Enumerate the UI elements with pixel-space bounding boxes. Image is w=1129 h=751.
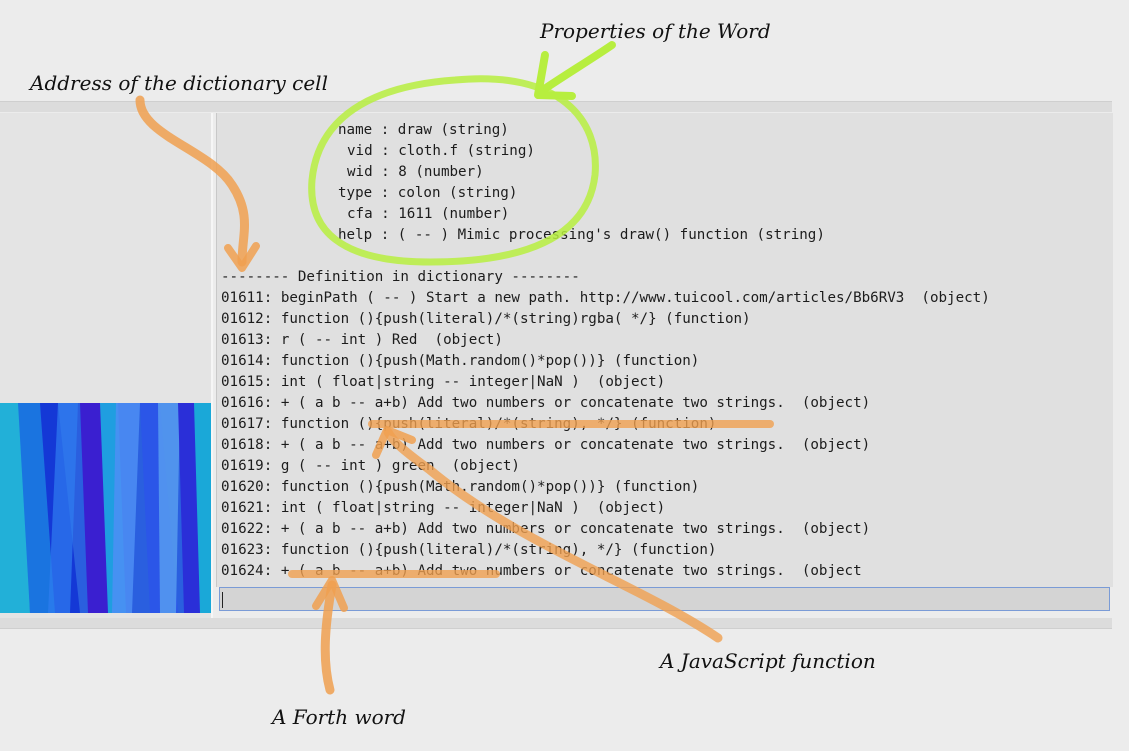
dictionary-address: 01612 (221, 311, 264, 327)
window-frame-bottom (0, 618, 1112, 629)
dictionary-content: + ( a b -- a+b) Add two numbers or conca… (280, 521, 871, 537)
properties-arrow-head (534, 51, 576, 100)
properties-arrow-shaft (536, 41, 616, 96)
dictionary-address: 01611 (221, 290, 264, 306)
dictionary-address: 01614 (221, 353, 264, 369)
dictionary-address: 01624 (221, 563, 264, 579)
dictionary-content: + ( a b -- a+b) Add two numbers or conca… (280, 563, 862, 579)
definition-header: -------- Definition in dictionary ------… (221, 269, 580, 285)
address-label: Address of the dictionary cell (28, 71, 328, 95)
text-caret (222, 592, 223, 608)
console-output[interactable]: name : draw (string) vid : cloth.f (stri… (216, 113, 1113, 587)
dictionary-content: + ( a b -- a+b) Add two numbers or conca… (280, 395, 871, 411)
command-input[interactable] (219, 587, 1110, 611)
dictionary-address: 01623 (221, 542, 264, 558)
dictionary-row: 01624: + ( a b -- a+b) Add two numbers o… (221, 563, 862, 579)
dictionary-row: 01621: int ( float|string -- integer|NaN… (221, 500, 666, 516)
dictionary-content: function (){push(Math.random()*pop())} (… (280, 353, 700, 369)
dictionary-content: + ( a b -- a+b) Add two numbers or conca… (280, 437, 871, 453)
dictionary-address: 01621 (221, 500, 264, 516)
dictionary-row: 01611: beginPath ( -- ) Start a new path… (221, 290, 990, 306)
property-row: cfa : 1611 (number) (347, 206, 510, 222)
dictionary-row: 01613: r ( -- int ) Red (object) (221, 332, 503, 348)
dictionary-address: 01620 (221, 479, 264, 495)
dictionary-address: 01619 (221, 458, 264, 474)
dictionary-row: 01622: + ( a b -- a+b) Add two numbers o… (221, 521, 871, 537)
dictionary-address: 01615 (221, 374, 264, 390)
drawing-canvas (0, 403, 211, 613)
canvas-art (0, 403, 211, 613)
dictionary-address: 01618 (221, 437, 264, 453)
dictionary-row: 01614: function (){push(Math.random()*po… (221, 353, 700, 369)
dictionary-row: 01618: + ( a b -- a+b) Add two numbers o… (221, 437, 871, 453)
dictionary-row: 01612: function (){push(literal)/*(strin… (221, 311, 751, 327)
dictionary-row: 01615: int ( float|string -- integer|NaN… (221, 374, 666, 390)
dictionary-row: 01617: function (){push(literal)/*(strin… (221, 416, 717, 432)
dictionary-content: function (){push(literal)/*(string), */}… (280, 416, 717, 432)
dictionary-content: int ( float|string -- integer|NaN ) (obj… (280, 374, 666, 390)
dictionary-content: beginPath ( -- ) Start a new path. http:… (280, 290, 990, 306)
js-function-label: A JavaScript function (658, 649, 876, 673)
dictionary-row: 01619: g ( -- int ) green (object) (221, 458, 520, 474)
dictionary-address: 01622 (221, 521, 264, 537)
dictionary-address: 01617 (221, 416, 264, 432)
dictionary-content: int ( float|string -- integer|NaN ) (obj… (280, 500, 666, 516)
dictionary-row: 01623: function (){push(literal)/*(strin… (221, 542, 717, 558)
property-row: name : draw (string) (338, 122, 509, 138)
dictionary-content: r ( -- int ) Red (object) (280, 332, 503, 348)
dictionary-address: 01616 (221, 395, 264, 411)
properties-label: Properties of the Word (539, 19, 771, 43)
dictionary-address: 01613 (221, 332, 264, 348)
dictionary-content: function (){push(Math.random()*pop())} (… (280, 479, 700, 495)
forth-word-label: A Forth word (270, 705, 406, 729)
dictionary-content: function (){push(literal)/*(string), */}… (280, 542, 717, 558)
dictionary-row: 01620: function (){push(Math.random()*po… (221, 479, 700, 495)
dictionary-content: g ( -- int ) green (object) (280, 458, 520, 474)
dictionary-row: 01616: + ( a b -- a+b) Add two numbers o… (221, 395, 871, 411)
property-row: help : ( -- ) Mimic processing's draw() … (338, 227, 825, 243)
window-frame-top (0, 101, 1112, 112)
property-row: type : colon (string) (338, 185, 518, 201)
property-row: wid : 8 (number) (347, 164, 484, 180)
dictionary-content: function (){push(literal)/*(string)rgba(… (280, 311, 751, 327)
property-row: vid : cloth.f (string) (347, 143, 535, 159)
